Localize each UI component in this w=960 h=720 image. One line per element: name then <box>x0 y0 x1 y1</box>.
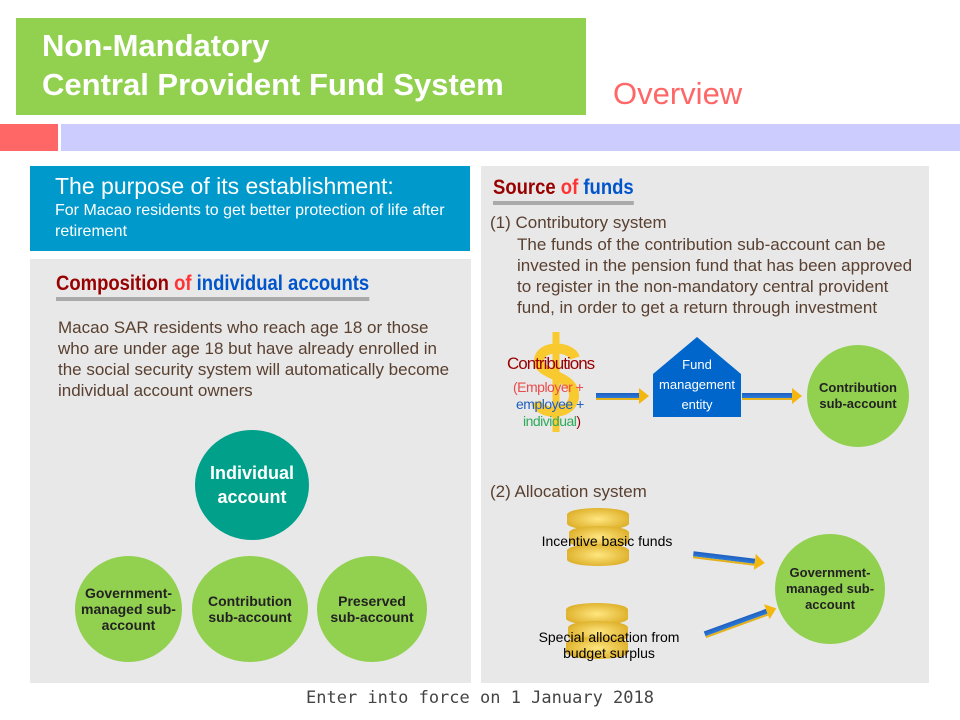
heading-word: individual accounts <box>196 272 370 295</box>
paren: ) <box>576 413 581 429</box>
footer-note: Enter into force on 1 January 2018 <box>306 688 654 708</box>
sources-panel: Source of funds (1) Contributory system … <box>481 166 929 683</box>
preserved-circle: Preserved sub-account <box>317 556 427 662</box>
individual-account-circle: Individual account <box>195 430 309 540</box>
incentive-funds-label: Incentive basic funds <box>541 533 673 549</box>
composition-heading: Composition of individual accounts <box>56 272 456 301</box>
government-subaccount-circle: Government-managed sub-account <box>775 534 885 644</box>
arrow-icon <box>703 608 769 639</box>
heading-word: funds <box>583 176 634 199</box>
employer-text: (Employer + <box>513 379 584 395</box>
government-managed-circle: Government-managed sub-account <box>75 556 182 662</box>
contributory-text: The funds of the contribution sub-accoun… <box>517 235 913 317</box>
arrow-icon <box>692 551 756 566</box>
heading-word: of <box>174 272 192 295</box>
employee-text: employee + <box>516 396 584 412</box>
house-icon <box>653 337 741 417</box>
fund-entity-house: Fund management entity <box>653 337 741 417</box>
contribution-subaccount-circle: Contribution sub-account <box>807 345 909 447</box>
contributions-label: Contributions <box>507 354 595 373</box>
heading-word: of <box>560 176 579 199</box>
purpose-text: For Macao residents to get better protec… <box>55 202 445 240</box>
title-line-2: Central Provident Fund System <box>42 67 504 102</box>
contributory-label: (1) Contributory system <box>490 213 667 232</box>
individual-text: individual <box>523 413 577 429</box>
coins-icon <box>566 603 630 661</box>
accent-bar-lavender <box>61 124 960 151</box>
purpose-box: The purpose of its establishment: For Ma… <box>30 166 470 251</box>
title-box: Non-Mandatory Central Provident Fund Sys… <box>16 18 586 115</box>
arrow-icon <box>596 388 649 404</box>
special-allocation-label: Special allocation from budget surplus <box>538 629 680 661</box>
heading-word: Composition <box>56 272 169 295</box>
dollar-icon <box>531 332 580 432</box>
coins-icon <box>567 508 629 576</box>
title-line-1: Non-Mandatory <box>42 28 270 63</box>
heading-word: Source <box>493 176 556 199</box>
allocation-label: (2) Allocation system <box>490 482 647 501</box>
contributors-list: (Employer + employee + individual) <box>513 379 584 430</box>
composition-panel: Composition of individual accounts Macao… <box>30 259 471 683</box>
sources-heading: Source of funds <box>493 176 653 205</box>
contribution-circle: Contribution sub-account <box>192 556 308 662</box>
fund-entity-label: Fund management entity <box>659 357 735 412</box>
purpose-heading: The purpose of its establishment: <box>55 173 394 199</box>
arrow-icon <box>742 388 802 404</box>
composition-text: Macao SAR residents who reach age 18 or … <box>58 318 450 400</box>
subtitle: Overview <box>613 76 743 111</box>
accent-bar-red <box>0 124 58 151</box>
